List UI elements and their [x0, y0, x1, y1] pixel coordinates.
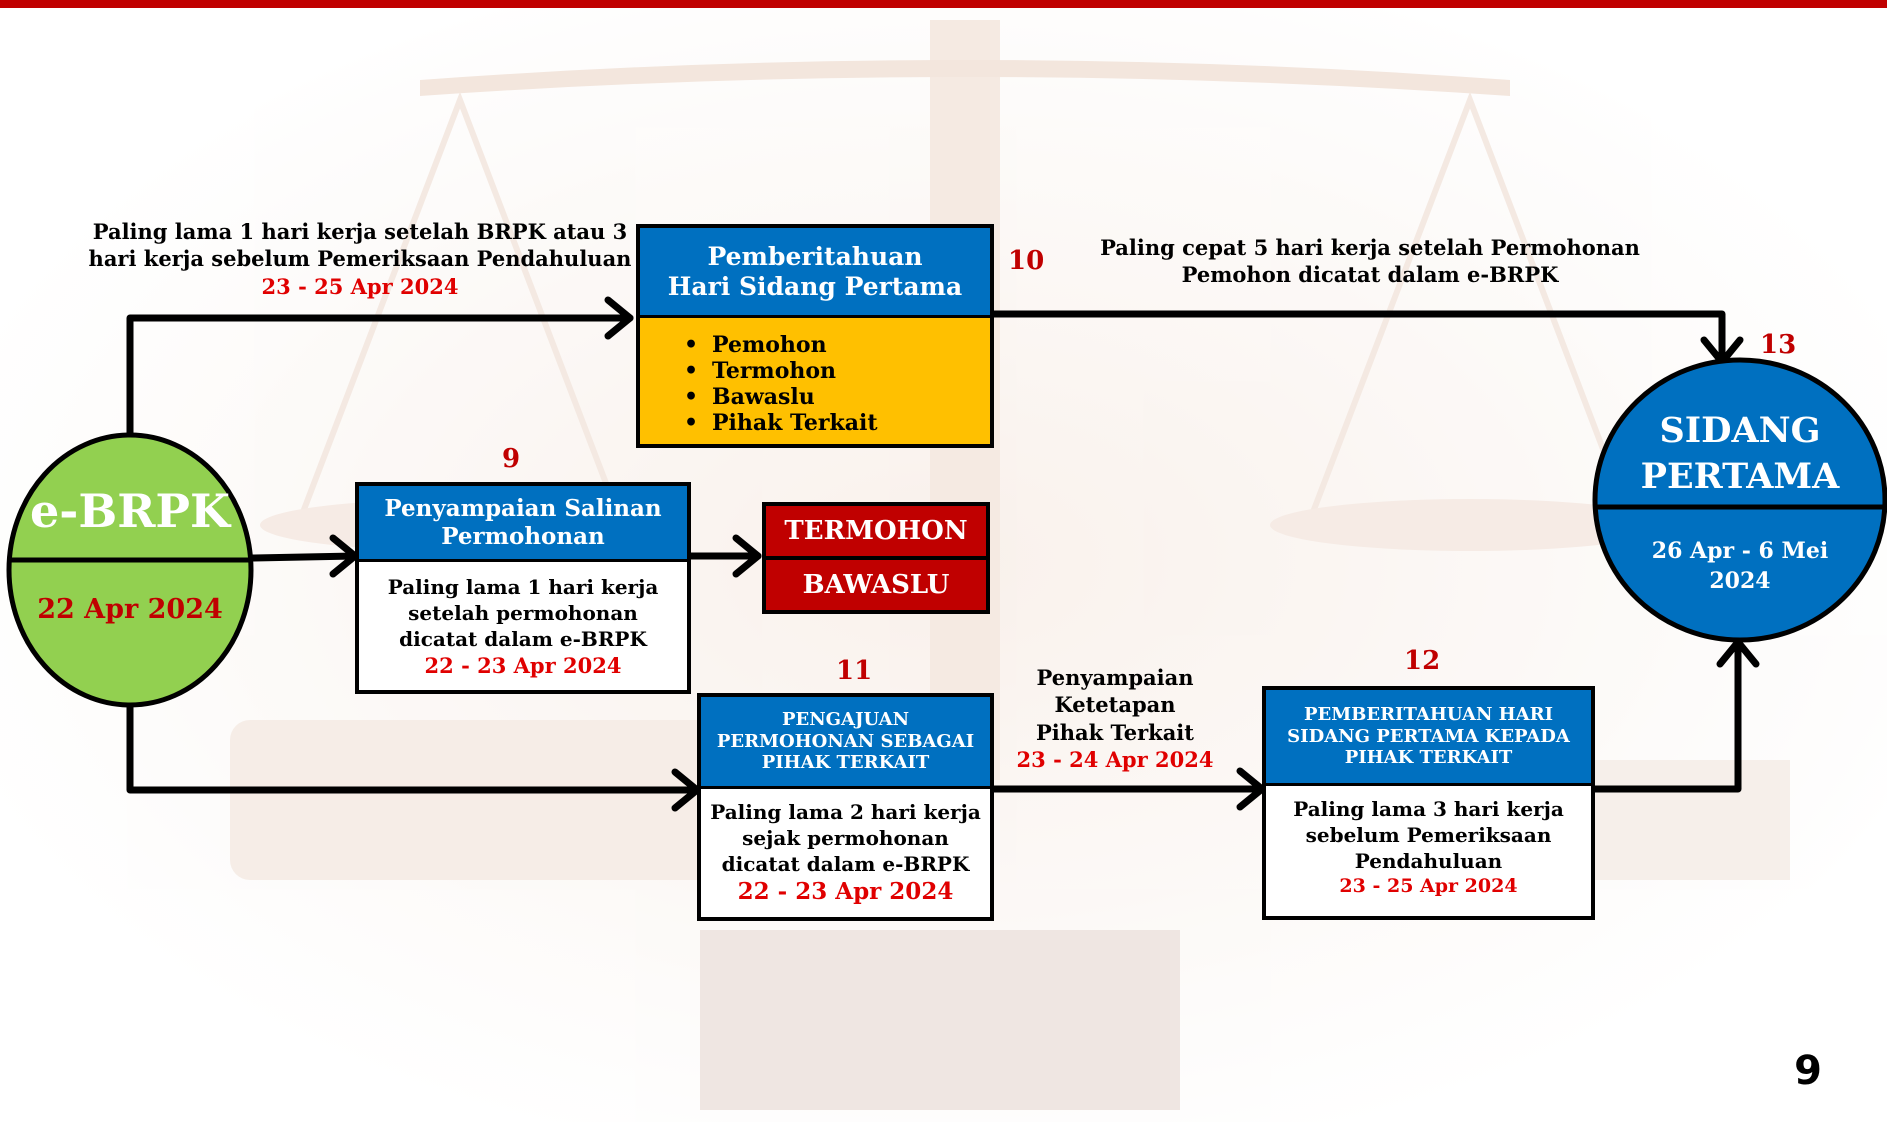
sidang-title: SIDANG PERTAMA: [1600, 408, 1880, 500]
page-number: 9: [1794, 1048, 1822, 1094]
note-middle-date: 23 - 24 Apr 2024: [1016, 746, 1214, 772]
note-middle: Penyampaian Ketetapan Pihak Terkait 23 -…: [975, 664, 1255, 773]
step12-title-line1: PEMBERITAHUAN HARI: [1303, 704, 1554, 726]
step12-date: 23 - 25 Apr 2024: [1339, 875, 1518, 897]
step-number-11: 11: [836, 656, 873, 686]
step10-title-line2: Hari Sidang Pertama: [667, 271, 963, 301]
step-number-12: 12: [1404, 646, 1441, 676]
step9-body-line2: setelah permohonan: [408, 601, 638, 625]
step11-box: PENGAJUAN PERMOHONAN SEBAGAI PIHAK TERKA…: [697, 693, 994, 921]
step9-body: Paling lama 1 hari kerja setelah permoho…: [359, 562, 687, 679]
step12-box: PEMBERITAHUAN HARI SIDANG PERTAMA KEPADA…: [1262, 686, 1595, 920]
step11-body-line2: sejak permohonan: [742, 826, 949, 850]
top-accent-bar: [0, 0, 1887, 8]
step10-recipient-list: Pemohon Termohon Bawaslu Pihak Terkait: [640, 318, 990, 436]
sidang-node: [1592, 357, 1887, 643]
step11-title-line2: PERMOHONAN SEBAGAI: [716, 730, 975, 752]
step9-header: Penyampaian Salinan Permohonan: [359, 486, 687, 562]
step9-body-line3: dicatat dalam e-BRPK: [399, 627, 647, 651]
step10-header: Pemberitahuan Hari Sidang Pertama: [640, 228, 990, 318]
step12-title-line2: SIDANG PERTAMA KEPADA: [1287, 725, 1570, 747]
note-middle-line2: Pihak Terkait: [1036, 719, 1194, 745]
step10-box: Pemberitahuan Hari Sidang Pertama Pemoho…: [636, 224, 994, 448]
step12-body-line2: sebelum Pemeriksaan: [1305, 823, 1552, 847]
step9-title-line2: Permohonan: [441, 522, 605, 550]
step11-date: 22 - 23 Apr 2024: [737, 878, 954, 905]
sidang-date: 26 Apr - 6 Mei 2024: [1600, 536, 1880, 596]
note-top-right-line1: Paling cepat 5 hari kerja setelah Permoh…: [1100, 235, 1640, 260]
step11-body-line1: Paling lama 2 hari kerja: [710, 800, 981, 824]
step9-body-line1: Paling lama 1 hari kerja: [387, 575, 659, 599]
step12-header: PEMBERITAHUAN HARI SIDANG PERTAMA KEPADA…: [1266, 690, 1591, 786]
step10-title-line1: Pemberitahuan: [707, 241, 923, 271]
step9-title-line1: Penyampaian Salinan: [384, 494, 662, 522]
step11-title-line3: PIHAK TERKAIT: [761, 752, 930, 774]
note-middle-line1: Penyampaian Ketetapan: [1036, 665, 1194, 718]
list-item: Termohon: [684, 358, 990, 384]
note-top-right-line2: Pemohon dicatat dalam e-BRPK: [1181, 262, 1559, 288]
note-top-left: Paling lama 1 hari kerja setelah BRPK at…: [80, 218, 640, 300]
list-item: Pihak Terkait: [684, 410, 990, 436]
step11-header: PENGAJUAN PERMOHONAN SEBAGAI PIHAK TERKA…: [701, 697, 990, 789]
list-item: Bawaslu: [684, 384, 990, 410]
sidang-title-line2: PERTAMA: [1640, 456, 1840, 497]
step9-date: 22 - 23 Apr 2024: [424, 653, 622, 678]
note-top-left-line1: Paling lama 1 hari kerja setelah BRPK at…: [92, 219, 628, 244]
ebrpk-node: [6, 432, 254, 708]
ebrpk-title: e-BRPK: [29, 484, 231, 538]
sidang-date-line1: 26 Apr - 6 Mei: [1651, 538, 1829, 564]
step11-body: Paling lama 2 hari kerja sejak permohona…: [701, 789, 990, 907]
step12-title-line3: PIHAK TERKAIT: [1344, 747, 1513, 769]
step11-body-line3: dicatat dalam e-BRPK: [721, 852, 970, 876]
step12-body-line3: Pendahuluan: [1354, 849, 1503, 873]
list-item: Pemohon: [684, 332, 990, 358]
sidang-date-line2: 2024: [1709, 568, 1771, 594]
recipient-bawaslu: BAWASLU: [762, 556, 990, 614]
note-top-left-date: 23 - 25 Apr 2024: [261, 273, 459, 299]
recipient-termohon: TERMOHON: [762, 502, 990, 560]
step12-body-line1: Paling lama 3 hari kerja: [1293, 797, 1564, 821]
step-number-13: 13: [1760, 330, 1797, 360]
connector-lines: [126, 296, 1760, 812]
sidang-title-line1: SIDANG: [1659, 410, 1821, 451]
step12-body: Paling lama 3 hari kerja sebelum Pemerik…: [1266, 786, 1591, 899]
step-number-10: 10: [1008, 246, 1045, 276]
step11-title-line1: PENGAJUAN: [781, 709, 910, 731]
step9-box: Penyampaian Salinan Permohonan Paling la…: [355, 482, 691, 694]
note-top-right: Paling cepat 5 hari kerja setelah Permoh…: [1100, 234, 1640, 289]
step-number-9: 9: [502, 444, 521, 474]
note-top-left-line2: hari kerja sebelum Pemeriksaan Pendahulu…: [88, 246, 632, 272]
ebrpk-date: 22 Apr 2024: [37, 594, 223, 625]
